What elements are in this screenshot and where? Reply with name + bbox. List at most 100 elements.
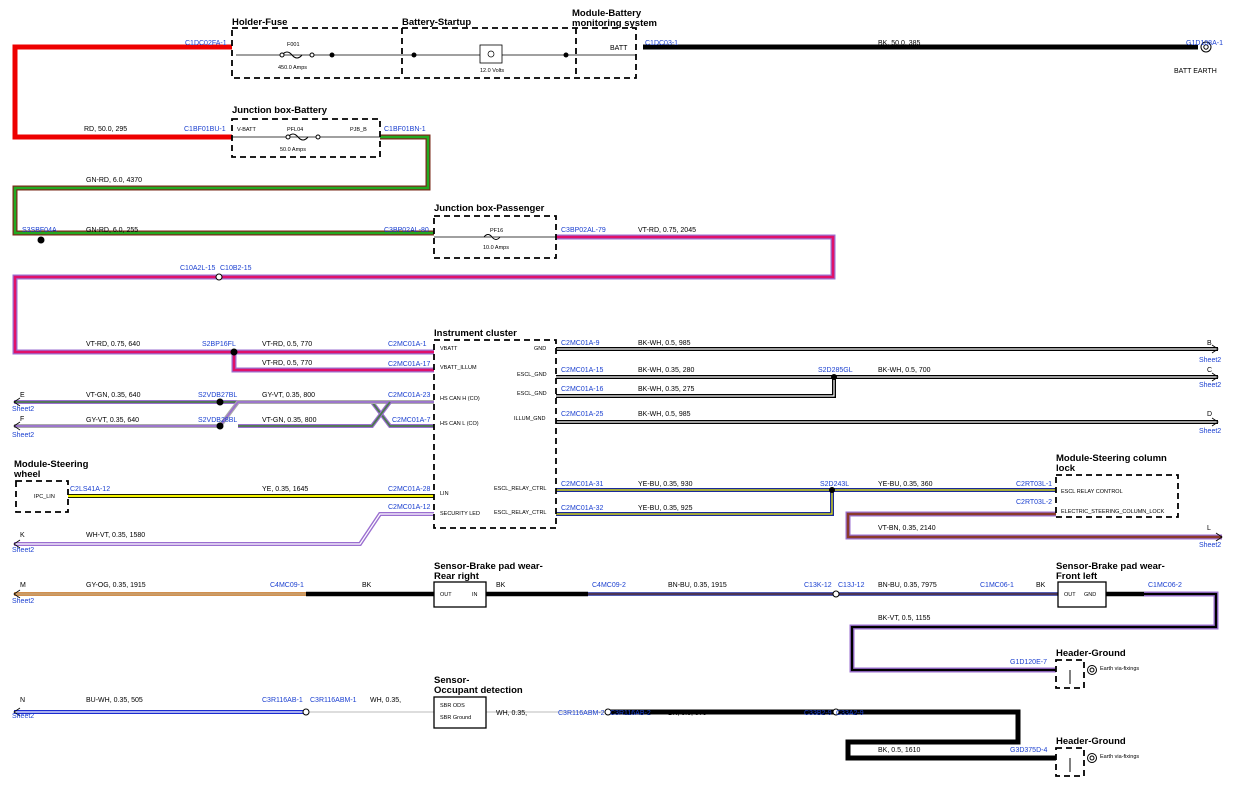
conn-s2vdb28bl: S2VDB28BL (198, 417, 237, 424)
fuse-pfl04-rating: 50.0 Amps (280, 147, 306, 153)
fuse-pfl04-icon (287, 133, 309, 141)
junction-passenger-title: Junction box-Passenger (434, 203, 545, 214)
sbf-pin-out: OUT (1064, 592, 1076, 598)
wire-label-bk-b: BK (496, 582, 506, 589)
conn-g3d375d: G3D375D-4 (1010, 747, 1047, 754)
ic-pin-escl-relay2: ESCL_RELAY_CTRL (494, 510, 546, 516)
conn-c1bf01bu: C1BF01BU-1 (184, 126, 226, 133)
splice-dots (37, 236, 837, 493)
fuse-pf16-label: PF16 (490, 228, 503, 234)
conn-c2rt03l2: C2RT03L-2 (1016, 499, 1052, 506)
wire-vt-rd-770[interactable] (231, 352, 434, 373)
conn-c1dc03: C1DC03-1 (645, 40, 678, 47)
sbf-title-2: Front left (1056, 571, 1098, 582)
msw-pin: IPC_LIN (34, 494, 55, 500)
offsheet-m[interactable]: M (20, 582, 26, 589)
jb-pin-pjb: PJB_B (350, 127, 367, 133)
offsheet-d-sheet[interactable]: Sheet2 (1199, 428, 1221, 435)
conn-c3bp02al79: C3BP02AL-79 (561, 227, 606, 234)
sbf-pin-gnd: GND (1084, 592, 1096, 598)
offsheet-c[interactable]: C (1207, 367, 1212, 374)
offsheet-d[interactable]: D (1207, 411, 1212, 418)
offsheet-e-sheet[interactable]: Sheet2 (12, 406, 34, 413)
conn-c2mc01a9: C2MC01A-9 (561, 340, 600, 347)
wire-label-gnrd4370: GN-RD, 6.0, 4370 (86, 177, 142, 184)
offsheet-f-sheet[interactable]: Sheet2 (12, 432, 34, 439)
wire-label-vtrd2045: VT-RD, 0.75, 2045 (638, 227, 696, 234)
mscl-title-2: lock (1056, 463, 1076, 474)
offsheet-arrow-left (13, 397, 21, 717)
module-steering-wheel (15, 480, 69, 513)
wire-rd-295[interactable] (12, 44, 232, 140)
offsheet-e[interactable]: E (20, 392, 25, 399)
wire-label-bk385: BK, 50.0, 385 (878, 40, 921, 47)
wire-bk-wh-280[interactable] (556, 375, 1218, 398)
wire-vt-rd-2045[interactable] (12, 234, 836, 355)
hg2-title: Header-Ground (1056, 736, 1126, 747)
sbr-title-2: Rear right (434, 571, 480, 582)
offsheet-f[interactable]: F (20, 416, 24, 423)
wire-ye-bu-930[interactable] (556, 488, 1056, 516)
mscl-pin-relay: ESCL RELAY CONTROL (1061, 489, 1123, 495)
junction-box-battery (231, 118, 381, 158)
offsheet-m-sheet[interactable]: Sheet2 (12, 598, 34, 605)
module-battery-title-2: monitoring system (572, 18, 657, 29)
offsheet-b[interactable]: B (1207, 340, 1212, 347)
conn-s2d285gl: S2D285GL (818, 367, 853, 374)
wire-label-vtbn2140: VT-BN, 0.35, 2140 (878, 525, 936, 532)
battery-voltage: 12.0 Volts (480, 68, 504, 74)
conn-c2mc01a31: C2MC01A-31 (561, 481, 604, 488)
instrument-cluster-title: Instrument cluster (434, 328, 517, 339)
batt-earth-label: BATT EARTH (1174, 68, 1217, 75)
offsheet-k[interactable]: K (20, 532, 25, 539)
wire-can-l[interactable] (14, 400, 434, 428)
conn-c3r116ab2: C3R116AB-2 (610, 710, 651, 717)
wire-label-vtrd640: VT-RD, 0.75, 640 (86, 341, 140, 348)
jb-pin-vbatt: V-BATT (237, 127, 256, 133)
ic-pin-can-h: HS CAN H (CO) (440, 396, 480, 402)
instrument-cluster (433, 339, 557, 529)
conn-s2d243l: S2D243L (820, 481, 849, 488)
wire-label-gyog1915: GY-OG, 0.35, 1915 (86, 582, 146, 589)
offsheet-l[interactable]: L (1207, 525, 1211, 532)
junction-battery-title: Junction box-Battery (232, 105, 328, 116)
conn-s2bp16fl: S2BP16FL (202, 341, 236, 348)
wire-bk-vt-1155[interactable] (849, 591, 1219, 673)
module-battery-title-1: Module-Battery (572, 8, 642, 19)
conn-c3bp02al80: C3BP02AL-80 (384, 227, 429, 234)
offsheet-c-sheet[interactable]: Sheet2 (1199, 382, 1221, 389)
wire-label-ye1645: YE, 0.35, 1645 (262, 486, 308, 493)
conn-c2mc01a32: C2MC01A-32 (561, 505, 604, 512)
offsheet-n[interactable]: N (20, 697, 25, 704)
sensor-occupant-detection (433, 696, 487, 729)
conn-c1dc02fa: C1DC02FA-1 (185, 40, 227, 47)
ic-pin-security-led: SECURITY LED (440, 511, 480, 517)
conn-c2mc01a7: C2MC01A-7 (392, 417, 431, 424)
module-battery-pin: BATT (610, 45, 628, 52)
conn-c2mc01a15: C2MC01A-15 (561, 367, 604, 374)
wire-label-gyvt800: GY-VT, 0.35, 800 (262, 392, 315, 399)
wire-label-buwh505: BU-WH, 0.35, 505 (86, 697, 143, 704)
inline-connectors (215, 273, 840, 716)
wire-vt-bn-2140[interactable] (845, 511, 1222, 540)
ic-pin-lin: LIN (440, 491, 449, 497)
wire-label-bnbu1915: BN-BU, 0.35, 1915 (668, 582, 727, 589)
conn-s2vdb27bl: S2VDB27BL (198, 392, 237, 399)
sod-pin-gnd: SBR Ground (440, 715, 471, 721)
conn-c2mc01a28: C2MC01A-28 (388, 486, 431, 493)
wire-gn-rd-4370[interactable] (12, 134, 434, 236)
wire-label-bkwh280: BK-WH, 0.35, 280 (638, 367, 695, 374)
offsheet-b-sheet[interactable]: Sheet2 (1199, 357, 1221, 364)
conn-c1mc062: C1MC06-2 (1148, 582, 1182, 589)
offsheet-l-sheet[interactable]: Sheet2 (1199, 542, 1221, 549)
offsheet-n-sheet[interactable]: Sheet2 (12, 713, 34, 720)
wire-wh-vt-1580[interactable] (14, 512, 434, 546)
conn-c10b2: C10B2-15 (220, 265, 252, 272)
conn-c2rt03l1: C2RT03L-1 (1016, 481, 1052, 488)
sod-title-1: Sensor- (434, 675, 469, 686)
offsheet-k-sheet[interactable]: Sheet2 (12, 547, 34, 554)
holder-fuse-box (231, 27, 637, 79)
wire-bk-570[interactable] (608, 709, 1062, 761)
earth-icon-1 (1069, 665, 1097, 684)
